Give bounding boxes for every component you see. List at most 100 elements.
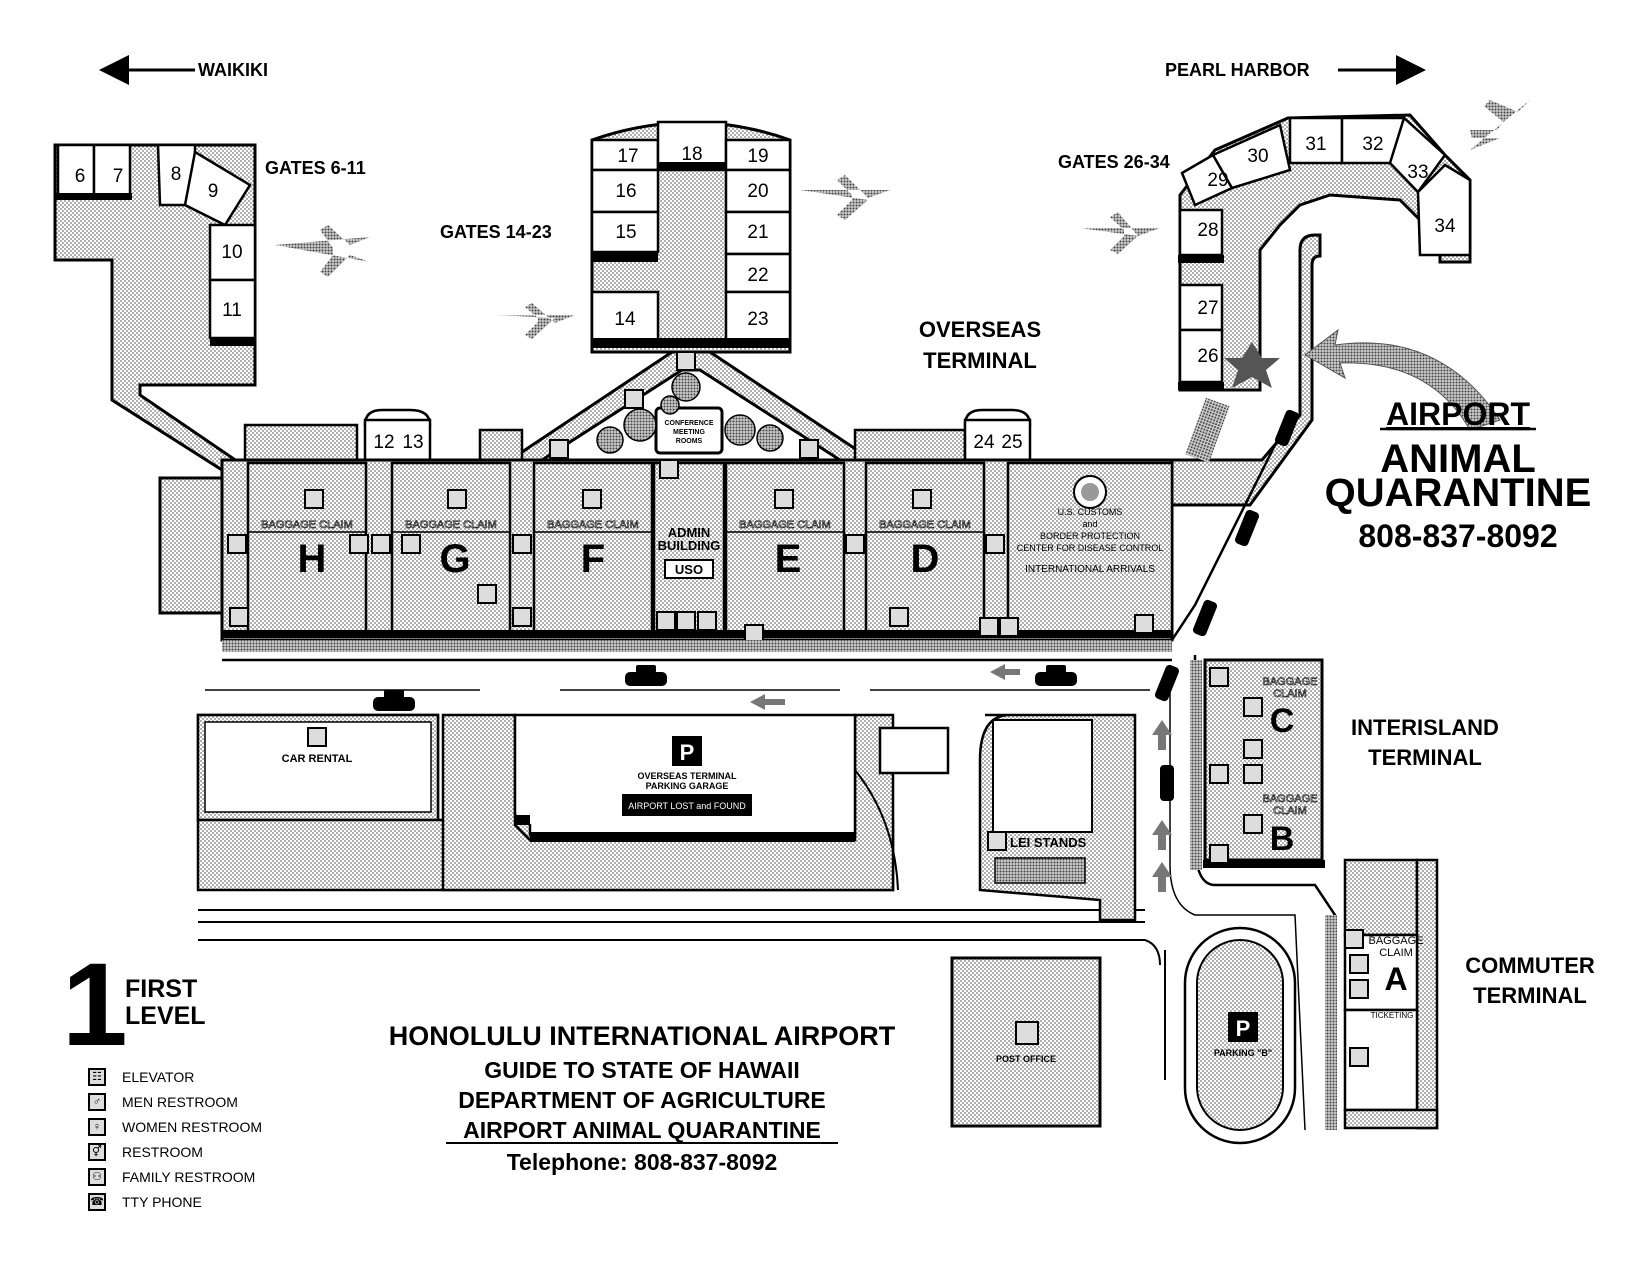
restroom-icon bbox=[1243, 739, 1263, 759]
gate-11: 11 bbox=[222, 300, 242, 321]
elevator-icon bbox=[1209, 764, 1229, 784]
title-line-2: GUIDE TO STATE OF HAWAII bbox=[484, 1057, 800, 1083]
gate-24: 24 bbox=[973, 432, 995, 453]
quarantine-info: AIRPORT ANIMAL QUARANTINE 808-837-8092 bbox=[1325, 396, 1592, 554]
women-restroom-icon: ♀ bbox=[88, 1117, 106, 1136]
commuter-terminal-label-2: TERMINAL bbox=[1473, 983, 1587, 1008]
gate-15: 15 bbox=[615, 222, 636, 243]
family-restroom-icon: ⚇ bbox=[88, 1167, 106, 1186]
title-line-3: DEPARTMENT OF AGRICULTURE bbox=[458, 1087, 826, 1113]
baggage-claim-g: BAGGAGE CLAIM bbox=[405, 519, 497, 531]
baggage-claim-h: BAGGAGE CLAIM bbox=[261, 519, 353, 531]
parking-sign-icon bbox=[1228, 1012, 1258, 1042]
interisland-terminal: BAGGAGE CLAIM C BAGGAGE CLAIM B bbox=[1190, 658, 1325, 870]
quarantine-title-1: AIRPORT bbox=[1386, 396, 1530, 432]
gate-6: 6 bbox=[75, 166, 86, 187]
legend-item-tty-phone: ☎ TTY PHONE bbox=[88, 1189, 388, 1214]
commuter-terminal: BAGGAGE CLAIM A TICKETING bbox=[1325, 858, 1439, 1130]
waikiki-label: WAIKIKI bbox=[198, 60, 268, 80]
gates-6-11-label: GATES 6-11 bbox=[265, 158, 366, 178]
legend-label: TTY PHONE bbox=[122, 1193, 202, 1210]
customs-label-4: CENTER FOR DISEASE CONTROL bbox=[1017, 543, 1164, 553]
lei-stands-label: LEI STANDS bbox=[1010, 835, 1087, 850]
restroom-icon bbox=[1349, 1047, 1369, 1067]
baggage-claim-b-2: CLAIM bbox=[1273, 805, 1307, 817]
women-restroom-icon bbox=[697, 611, 717, 631]
baggage-icon bbox=[1243, 814, 1263, 834]
baggage-claim-c-1: BAGGAGE bbox=[1262, 676, 1317, 688]
garage-label-1: OVERSEAS TERMINAL bbox=[637, 771, 737, 781]
legend-label: ELEVATOR bbox=[122, 1068, 195, 1085]
vehicles bbox=[373, 409, 1300, 801]
gate-12: 12 bbox=[373, 432, 394, 453]
restroom-icon bbox=[1344, 929, 1364, 949]
level-indicator: 1 FIRST LEVEL bbox=[62, 939, 206, 1071]
commuter-terminal-label-1: COMMUTER bbox=[1465, 953, 1595, 978]
gate-8: 8 bbox=[171, 164, 182, 185]
elevator-icon bbox=[512, 607, 532, 627]
gate-18: 18 bbox=[681, 144, 702, 165]
gate-31: 31 bbox=[1305, 134, 1326, 155]
gate-29: 29 bbox=[1207, 170, 1228, 191]
quarantine-phone: 808-837-8092 bbox=[1358, 518, 1557, 554]
elevator-icon bbox=[799, 439, 819, 459]
lobby-a: A bbox=[1384, 961, 1407, 997]
gate-13: 13 bbox=[402, 432, 423, 453]
lei-stand-icon bbox=[987, 831, 1007, 851]
ticketing-label: TICKETING bbox=[1371, 1011, 1414, 1020]
overseas-terminal-label-1: OVERSEAS bbox=[919, 317, 1041, 342]
gate-16: 16 bbox=[615, 181, 636, 202]
garden bbox=[596, 372, 784, 454]
customs-label-1: U.S. CUSTOMS bbox=[1058, 507, 1123, 517]
gate-34: 34 bbox=[1434, 216, 1456, 237]
west-concourse: 6 7 8 9 10 11 bbox=[53, 143, 257, 472]
gates-26-34-label: GATES 26-34 bbox=[1058, 152, 1170, 172]
baggage-icon bbox=[447, 489, 467, 509]
men-restroom-icon bbox=[676, 611, 696, 631]
gate-21: 21 bbox=[747, 222, 768, 243]
elevator-icon bbox=[656, 611, 676, 631]
conference-label-3: ROOMS bbox=[676, 438, 703, 445]
restroom-icon bbox=[999, 617, 1019, 637]
level-number: 1 bbox=[62, 939, 128, 1071]
car-icon bbox=[307, 727, 327, 747]
gate-25: 25 bbox=[1001, 432, 1022, 453]
uso-sign: USO bbox=[675, 562, 703, 577]
post-office: POST OFFICE bbox=[950, 956, 1102, 1128]
garage-parking-symbol: P bbox=[680, 740, 695, 765]
gate-28: 28 bbox=[1197, 220, 1218, 241]
gate-14: 14 bbox=[614, 309, 636, 330]
level-label-2: LEVEL bbox=[125, 1002, 206, 1030]
baggage-icon bbox=[582, 489, 602, 509]
baggage-claim-d: BAGGAGE CLAIM bbox=[879, 519, 971, 531]
gate-32: 32 bbox=[1362, 134, 1383, 155]
legend-item-family-restroom: ⚇ FAMILY RESTROOM bbox=[88, 1164, 388, 1189]
mail-icon bbox=[1015, 1021, 1039, 1045]
conference-label-1: CONFERENCE bbox=[664, 420, 713, 427]
quarantine-title-3: QUARANTINE bbox=[1325, 471, 1592, 515]
restroom-icon bbox=[227, 534, 247, 554]
men-restroom-icon bbox=[349, 534, 369, 554]
elevator-icon: ☷ bbox=[88, 1067, 106, 1086]
gate-33: 33 bbox=[1407, 162, 1428, 183]
gate-9: 9 bbox=[208, 181, 219, 202]
parking-b-symbol: P bbox=[1236, 1016, 1251, 1041]
post-office-label: POST OFFICE bbox=[996, 1054, 1056, 1064]
car-rental-label: CAR RENTAL bbox=[282, 753, 353, 765]
baggage-claim-b-1: BAGGAGE bbox=[1262, 793, 1317, 805]
interisland-terminal-label-2: TERMINAL bbox=[1368, 745, 1482, 770]
east-concourse: 28 27 26 29 30 31 32 33 34 bbox=[1178, 113, 1472, 392]
legend-item-women-restroom: ♀ WOMEN RESTROOM bbox=[88, 1114, 388, 1139]
legend-label: FAMILY RESTROOM bbox=[122, 1168, 256, 1185]
pearl-harbor-label: PEARL HARBOR bbox=[1165, 60, 1310, 80]
interisland-terminal-label-1: INTERISLAND bbox=[1351, 715, 1499, 740]
legend-item-men-restroom: ♂ MEN RESTROOM bbox=[88, 1089, 388, 1114]
star-icon bbox=[1224, 342, 1280, 388]
restroom-icon: ⚥ bbox=[88, 1142, 106, 1161]
legend-label: RESTROOM bbox=[122, 1143, 203, 1160]
admin-building-label-2: BUILDING bbox=[658, 538, 721, 553]
baggage-icon bbox=[304, 489, 324, 509]
title-line-1: HONOLULU INTERNATIONAL AIRPORT bbox=[389, 1021, 896, 1051]
conference-label-2: MEETING bbox=[673, 429, 705, 436]
lei-stands-area: LEI STANDS bbox=[978, 713, 1137, 922]
